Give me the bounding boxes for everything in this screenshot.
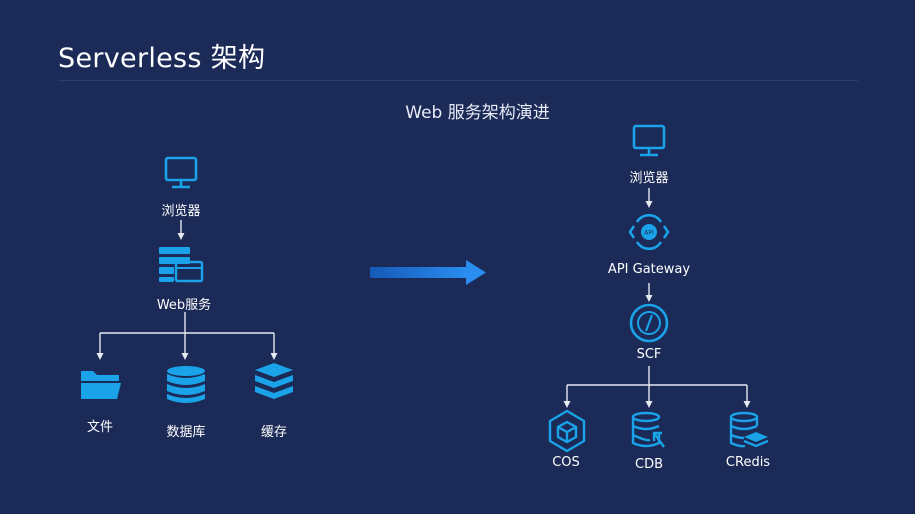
monitor-icon [164, 156, 198, 189]
cache-stack-icon [255, 363, 293, 399]
right-browser-label: 浏览器 [629, 171, 669, 186]
tree-connector [563, 366, 751, 408]
connector-arrow [645, 283, 653, 302]
left-web-service-label: Web服务 [156, 298, 212, 313]
function-icon [629, 303, 669, 343]
cos-storage-icon [548, 409, 586, 453]
api-gateway-icon [628, 213, 670, 251]
server-icon [159, 247, 204, 283]
credis-cache-icon [729, 411, 769, 448]
left-file-label: 文件 [86, 420, 114, 435]
database-icon [167, 366, 205, 403]
left-browser-label: 浏览器 [161, 204, 201, 219]
right-credis-label: CRedis [725, 455, 771, 470]
evolution-arrow [370, 260, 486, 285]
right-api-gateway-label: API Gateway [607, 262, 691, 277]
page-title: Serverless 架构 [58, 43, 266, 74]
api-badge-text: API [644, 230, 654, 237]
diagram-subtitle: Web 服务架构演进 [405, 103, 550, 123]
right-cdb-label: CDB [634, 457, 664, 472]
left-cache-label: 缓存 [260, 425, 288, 440]
cdb-database-icon [631, 411, 665, 448]
right-cos-label: COS [552, 455, 580, 470]
connector-arrow [645, 188, 653, 208]
connector-arrow [177, 220, 185, 240]
tree-connector [96, 312, 278, 360]
left-database-label: 数据库 [166, 425, 206, 440]
folder-icon [81, 371, 121, 399]
right-scf-label: SCF [636, 347, 662, 362]
title-divider [58, 80, 858, 81]
monitor-icon [632, 124, 666, 157]
